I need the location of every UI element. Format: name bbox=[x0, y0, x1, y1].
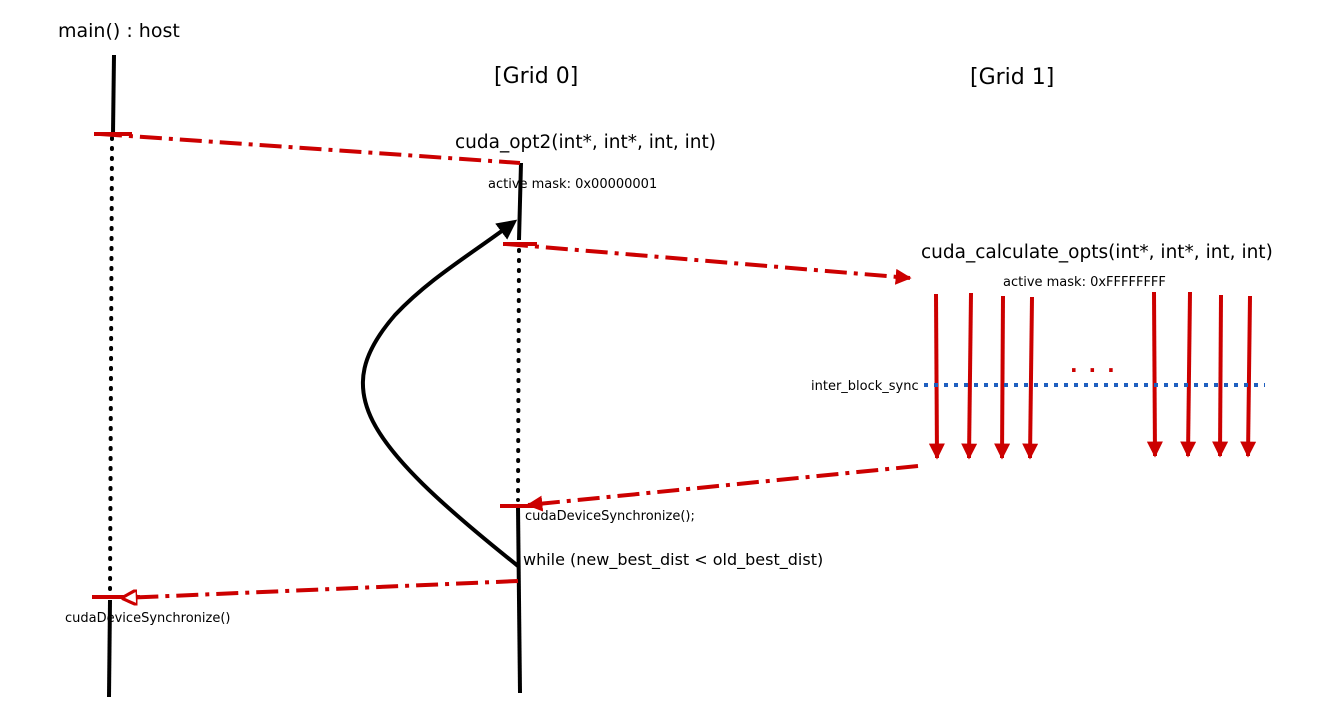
host-timeline-wait bbox=[108, 136, 114, 598]
return-grid0-arrow bbox=[526, 464, 919, 512]
host-sync-call: cudaDeviceSynchronize() bbox=[65, 611, 231, 626]
host-timeline bbox=[92, 54, 140, 698]
kernel0-name: cuda_opt2(int*, int*, int, int) bbox=[455, 132, 717, 153]
thread-arrow bbox=[1146, 291, 1163, 458]
kernel1-mask: active mask: 0xFFFFFFFF bbox=[1003, 275, 1166, 290]
return-host-arrow bbox=[123, 579, 519, 598]
thread-arrow bbox=[994, 295, 1011, 460]
inter-block-sync-label: inter_block_sync bbox=[811, 379, 919, 394]
launch-grid0-arrow bbox=[99, 132, 521, 165]
grid0-timeline bbox=[500, 162, 540, 694]
grid0-timeline-top bbox=[517, 162, 523, 241]
thread-arrow bbox=[1180, 291, 1197, 458]
thread-arrow bbox=[1022, 296, 1039, 460]
host-timeline-top bbox=[111, 54, 116, 135]
grid0-sync-call: cudaDeviceSynchronize(); bbox=[525, 509, 695, 524]
thread-arrow bbox=[928, 293, 945, 460]
grid0-label: [Grid 0] bbox=[494, 64, 579, 89]
thread-arrow bbox=[1212, 294, 1229, 458]
thread-arrow bbox=[1240, 295, 1257, 458]
kernel1-name: cuda_calculate_opts(int*, int*, int, int… bbox=[921, 242, 1273, 263]
threads-ellipsis: . . . bbox=[1070, 353, 1117, 377]
host-label: main() : host bbox=[58, 20, 180, 42]
host-timeline-bottom bbox=[107, 599, 112, 698]
grid1-threads bbox=[928, 291, 1257, 460]
launch-grid1-arrow bbox=[505, 242, 912, 285]
grid0-timeline-bottom bbox=[516, 505, 522, 694]
loop-arrow bbox=[360, 219, 520, 568]
grid1-label: [Grid 1] bbox=[970, 65, 1055, 90]
kernel0-mask: active mask: 0x00000001 bbox=[488, 177, 658, 192]
loop-condition: while (new_best_dist < old_best_dist) bbox=[523, 550, 824, 569]
thread-arrow bbox=[961, 292, 978, 460]
grid0-timeline-wait bbox=[516, 248, 521, 502]
